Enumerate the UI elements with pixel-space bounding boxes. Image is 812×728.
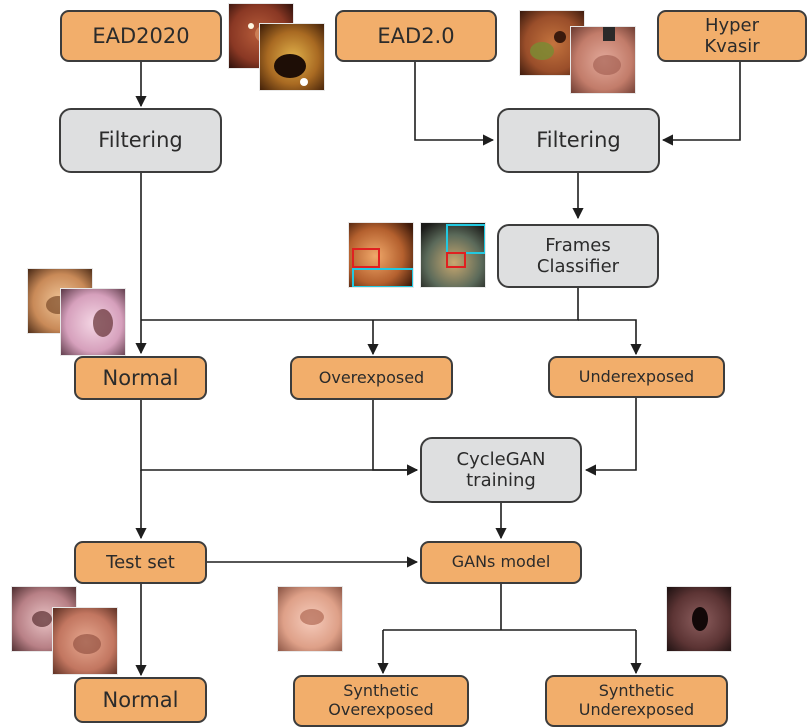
- endoscopy-image-icon: [277, 586, 343, 652]
- normal-top-box: Normal: [74, 356, 207, 400]
- normal-bottom-box: Normal: [74, 677, 207, 723]
- arrow-ead20-to-filtering: [414, 62, 495, 146]
- ead20-box: EAD2.0: [335, 10, 497, 62]
- arrow-normal-to-cyclegan: [140, 400, 419, 476]
- arrow-hyperkvasir-to-filtering: [661, 62, 741, 146]
- arrow-to-underexposed: [578, 319, 642, 356]
- cyclegan-training-box: CycleGAN training: [420, 437, 582, 503]
- endoscopy-image-icon: [348, 222, 414, 288]
- filtering-left-box: Filtering: [59, 108, 222, 173]
- line-gans-split: [383, 584, 636, 631]
- frames-classifier-box: Frames Classifier: [497, 224, 659, 288]
- hyper-kvasir-box: Hyper Kvasir: [657, 10, 807, 62]
- filtering-right-box: Filtering: [497, 108, 660, 173]
- arrow-overexposed-to-cyclegan: [372, 400, 419, 476]
- endoscopy-image-icon: [259, 23, 325, 91]
- endoscopy-image-icon: [60, 288, 126, 356]
- ead2020-box: EAD2020: [60, 10, 222, 62]
- endoscopy-image-icon: [666, 586, 732, 652]
- test-set-box: Test set: [74, 541, 207, 584]
- arrow-underexposed-to-cyclegan: [584, 398, 637, 476]
- endoscopy-image-icon: [52, 607, 118, 675]
- endoscopy-image-icon: [420, 222, 486, 288]
- underexposed-box: Underexposed: [548, 356, 725, 398]
- gans-model-box: GANs model: [420, 541, 582, 584]
- overexposed-box: Overexposed: [290, 356, 453, 400]
- synthetic-overexposed-box: Synthetic Overexposed: [293, 675, 469, 727]
- line-classifier-bus: [141, 288, 579, 321]
- synthetic-underexposed-box: Synthetic Underexposed: [545, 675, 728, 727]
- endoscopy-image-icon: [570, 26, 636, 94]
